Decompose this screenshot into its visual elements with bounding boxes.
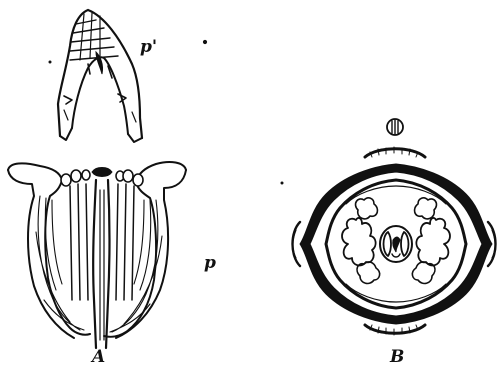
stamen-cluster-right bbox=[416, 218, 450, 266]
stamen-cluster-left bbox=[342, 218, 376, 266]
upper-petal-drawing bbox=[58, 10, 142, 142]
left-bract bbox=[293, 222, 301, 266]
floral-diagram bbox=[293, 119, 496, 335]
label-p-prime: p' bbox=[140, 37, 157, 57]
label-b: B bbox=[389, 347, 404, 366]
ink-dot bbox=[49, 61, 51, 63]
lower-flower-drawing bbox=[8, 162, 186, 348]
label-a: A bbox=[90, 347, 105, 366]
ink-dot bbox=[203, 40, 206, 43]
label-p: p bbox=[204, 253, 216, 273]
ink-dot bbox=[281, 182, 283, 184]
